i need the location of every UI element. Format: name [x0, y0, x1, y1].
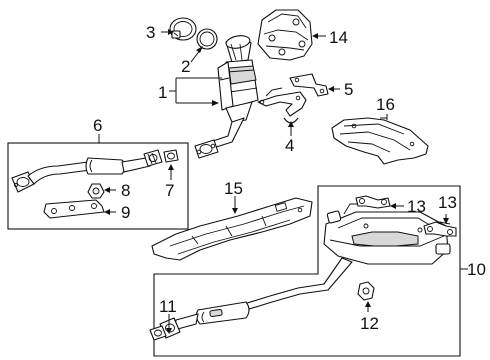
callout-7: 7 [165, 181, 175, 200]
part-16-heat-shield [331, 117, 429, 165]
part-3-clamp [169, 17, 197, 41]
part-6-group-box [7, 142, 189, 230]
callout-3: 3 [146, 23, 156, 42]
part-10-muffler-assembly [159, 203, 451, 339]
part-2-gasket [196, 28, 218, 50]
callout-6: 6 [93, 116, 103, 135]
part-5-bracket [289, 73, 329, 97]
part-9-hanger [43, 199, 105, 219]
part-8-insulator [87, 183, 105, 199]
part-6-intermediate-pipe [11, 149, 163, 193]
part-12-insulator [357, 281, 375, 301]
part-11-gasket [149, 325, 167, 341]
callout-8: 8 [121, 181, 131, 200]
callout-15: 15 [224, 179, 243, 198]
part-15-heat-shield [151, 197, 313, 261]
part-4-bracket [257, 87, 307, 124]
part-14-heat-shield [257, 9, 313, 61]
part-13-hanger-upper [355, 195, 391, 209]
part-1-catalytic-converter [194, 35, 259, 159]
part-10-group-box [153, 185, 461, 357]
callout-13-upper: 13 [407, 197, 426, 216]
callout-11: 11 [159, 297, 177, 316]
callout-2: 2 [181, 57, 191, 76]
callout-4: 4 [285, 136, 295, 155]
callout-5: 5 [344, 80, 354, 99]
part-7-gasket [163, 149, 179, 163]
callout-9: 9 [121, 203, 131, 222]
callout-13-right: 13 [438, 193, 457, 212]
part-13-hanger-right [423, 221, 457, 237]
callout-10: 10 [467, 260, 486, 279]
callout-14: 14 [329, 28, 348, 47]
callout-1: 1 [158, 83, 168, 102]
callout-16: 16 [376, 95, 395, 114]
callout-12: 12 [360, 314, 379, 333]
